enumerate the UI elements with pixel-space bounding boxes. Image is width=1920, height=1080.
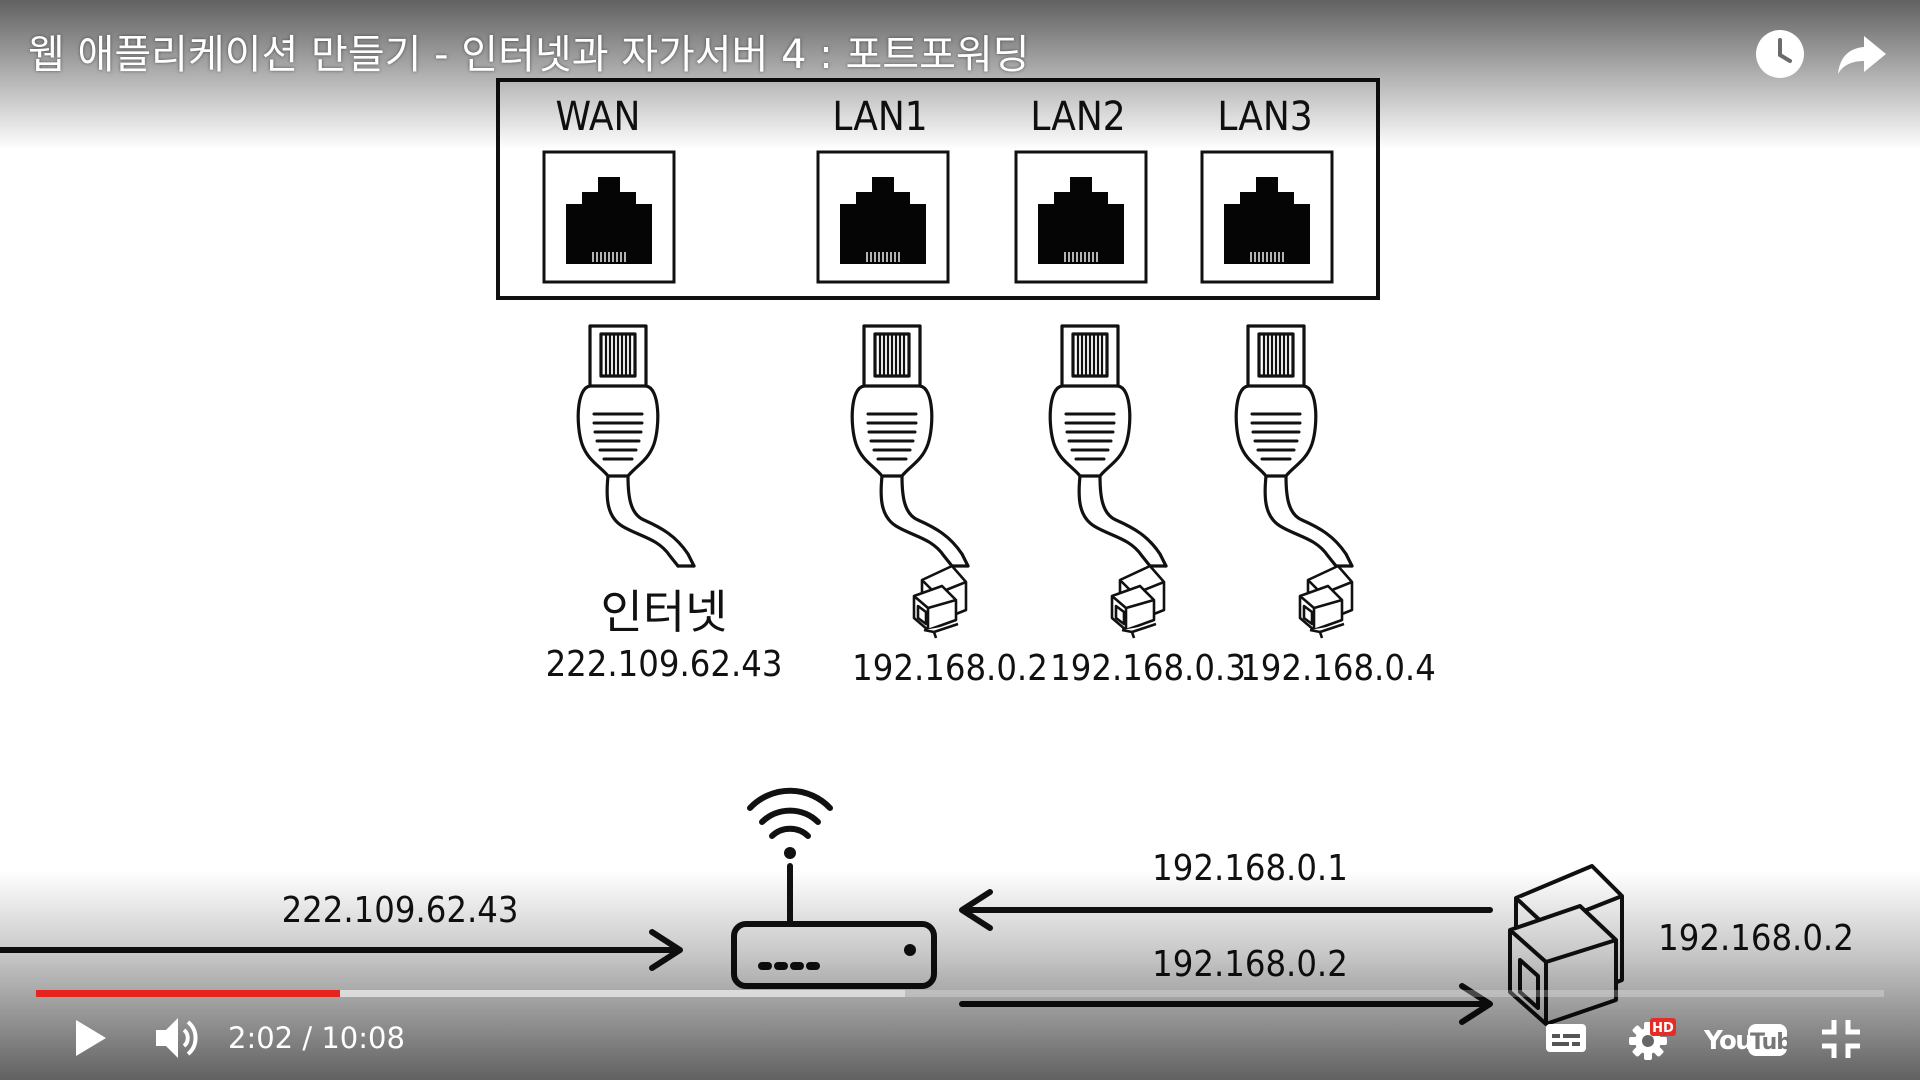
clock-icon xyxy=(1756,30,1804,78)
current-time: 2:02 xyxy=(228,1021,294,1055)
time-display: 2:02 / 10:08 xyxy=(228,1021,405,1055)
lan1-port-icon xyxy=(816,150,950,284)
share-button[interactable] xyxy=(1834,26,1890,82)
lan1-computer-icon xyxy=(912,564,968,640)
volume-button[interactable] xyxy=(152,1014,204,1062)
lan2-ip: 192.168.0.3 xyxy=(1050,648,1246,689)
youtube-logo[interactable]: You Tube xyxy=(1703,1018,1806,1060)
lan2-cable-icon xyxy=(1048,324,1168,568)
lan3-computer-icon xyxy=(1298,564,1354,640)
lan3-ip: 192.168.0.4 xyxy=(1240,648,1436,689)
subtitles-icon xyxy=(1546,1024,1586,1052)
reply-ip-label: 192.168.0.1 xyxy=(1152,848,1348,889)
server-computer-icon xyxy=(1508,864,1624,1026)
progress-buffered xyxy=(36,990,905,997)
reply-arrow xyxy=(959,889,1493,931)
lan2-computer-icon xyxy=(1110,564,1166,640)
port-label-lan1: LAN1 xyxy=(832,94,927,140)
internet-arrow xyxy=(0,929,683,971)
volume-icon xyxy=(156,1018,198,1058)
play-button[interactable] xyxy=(68,1016,112,1060)
port-label-lan3: LAN3 xyxy=(1217,94,1312,140)
watch-later-button[interactable] xyxy=(1752,26,1808,82)
wan-caption: 인터넷 xyxy=(601,585,728,639)
lan3-port-icon xyxy=(1200,150,1334,284)
exit-fullscreen-button[interactable] xyxy=(1820,1018,1862,1060)
play-icon xyxy=(76,1020,106,1056)
time-separator: / xyxy=(293,1021,322,1055)
progress-played xyxy=(36,990,340,997)
lan1-ip: 192.168.0.2 xyxy=(852,648,1048,689)
request-ip-label: 192.168.0.2 xyxy=(1152,944,1348,985)
duration: 10:08 xyxy=(321,1021,405,1055)
exit-fullscreen-icon xyxy=(1822,1020,1860,1058)
wan-ip: 222.109.62.43 xyxy=(546,644,783,685)
share-icon xyxy=(1838,36,1886,74)
lan3-cable-icon xyxy=(1234,324,1354,568)
port-label-wan: WAN xyxy=(556,94,641,140)
hd-badge: HD xyxy=(1652,1021,1674,1036)
settings-button[interactable]: HD xyxy=(1626,1016,1678,1062)
video-title[interactable]: 웹 애플리케이션 만들기 - 인터넷과 자가서버 4 : 포트포워딩 xyxy=(28,32,1030,78)
youtube-logo-you: You xyxy=(1704,1026,1752,1056)
wan-cable-icon xyxy=(576,324,696,568)
youtube-logo-graphic: You Tube xyxy=(1703,1024,1806,1056)
lan1-cable-icon xyxy=(850,324,970,568)
youtube-logo-tube: Tube xyxy=(1750,1030,1788,1055)
internet-ip-label: 222.109.62.43 xyxy=(282,890,519,931)
lan2-port-icon xyxy=(1014,150,1148,284)
router-icon xyxy=(731,787,937,989)
server-ip-label: 192.168.0.2 xyxy=(1658,918,1854,959)
gear-icon: HD xyxy=(1629,1018,1676,1060)
subtitles-button[interactable] xyxy=(1544,1020,1588,1056)
port-label-lan2: LAN2 xyxy=(1030,94,1125,140)
progress-bar[interactable] xyxy=(36,990,1884,997)
wan-port-icon xyxy=(542,150,676,284)
